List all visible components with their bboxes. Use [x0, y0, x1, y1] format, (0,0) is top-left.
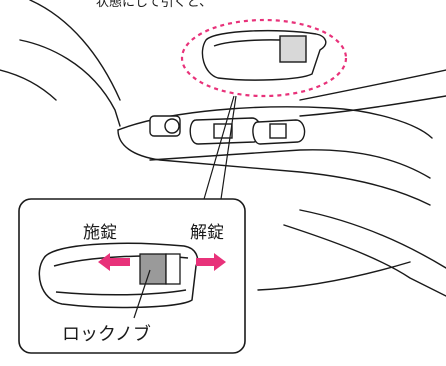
unlock-label: 解錠 — [190, 223, 224, 243]
inner-handle-small — [201, 29, 327, 81]
lock-arrow — [98, 253, 130, 271]
lock-knob-label: ロックノブ — [62, 323, 151, 345]
window-switch-panel — [149, 115, 306, 145]
switch-button-a — [213, 123, 233, 139]
lock-knob-large — [139, 253, 181, 285]
top-text: 状態にして引くと、 — [96, 0, 212, 10]
callout-ellipse — [180, 18, 348, 98]
switch-button-b — [269, 123, 287, 139]
mirror-knob — [164, 118, 180, 134]
lock-label: 施錠 — [83, 223, 117, 243]
lock-knob-small — [279, 35, 307, 63]
unlock-arrow — [196, 253, 226, 271]
callout-leaders — [201, 95, 237, 207]
knob-leader — [133, 269, 151, 319]
